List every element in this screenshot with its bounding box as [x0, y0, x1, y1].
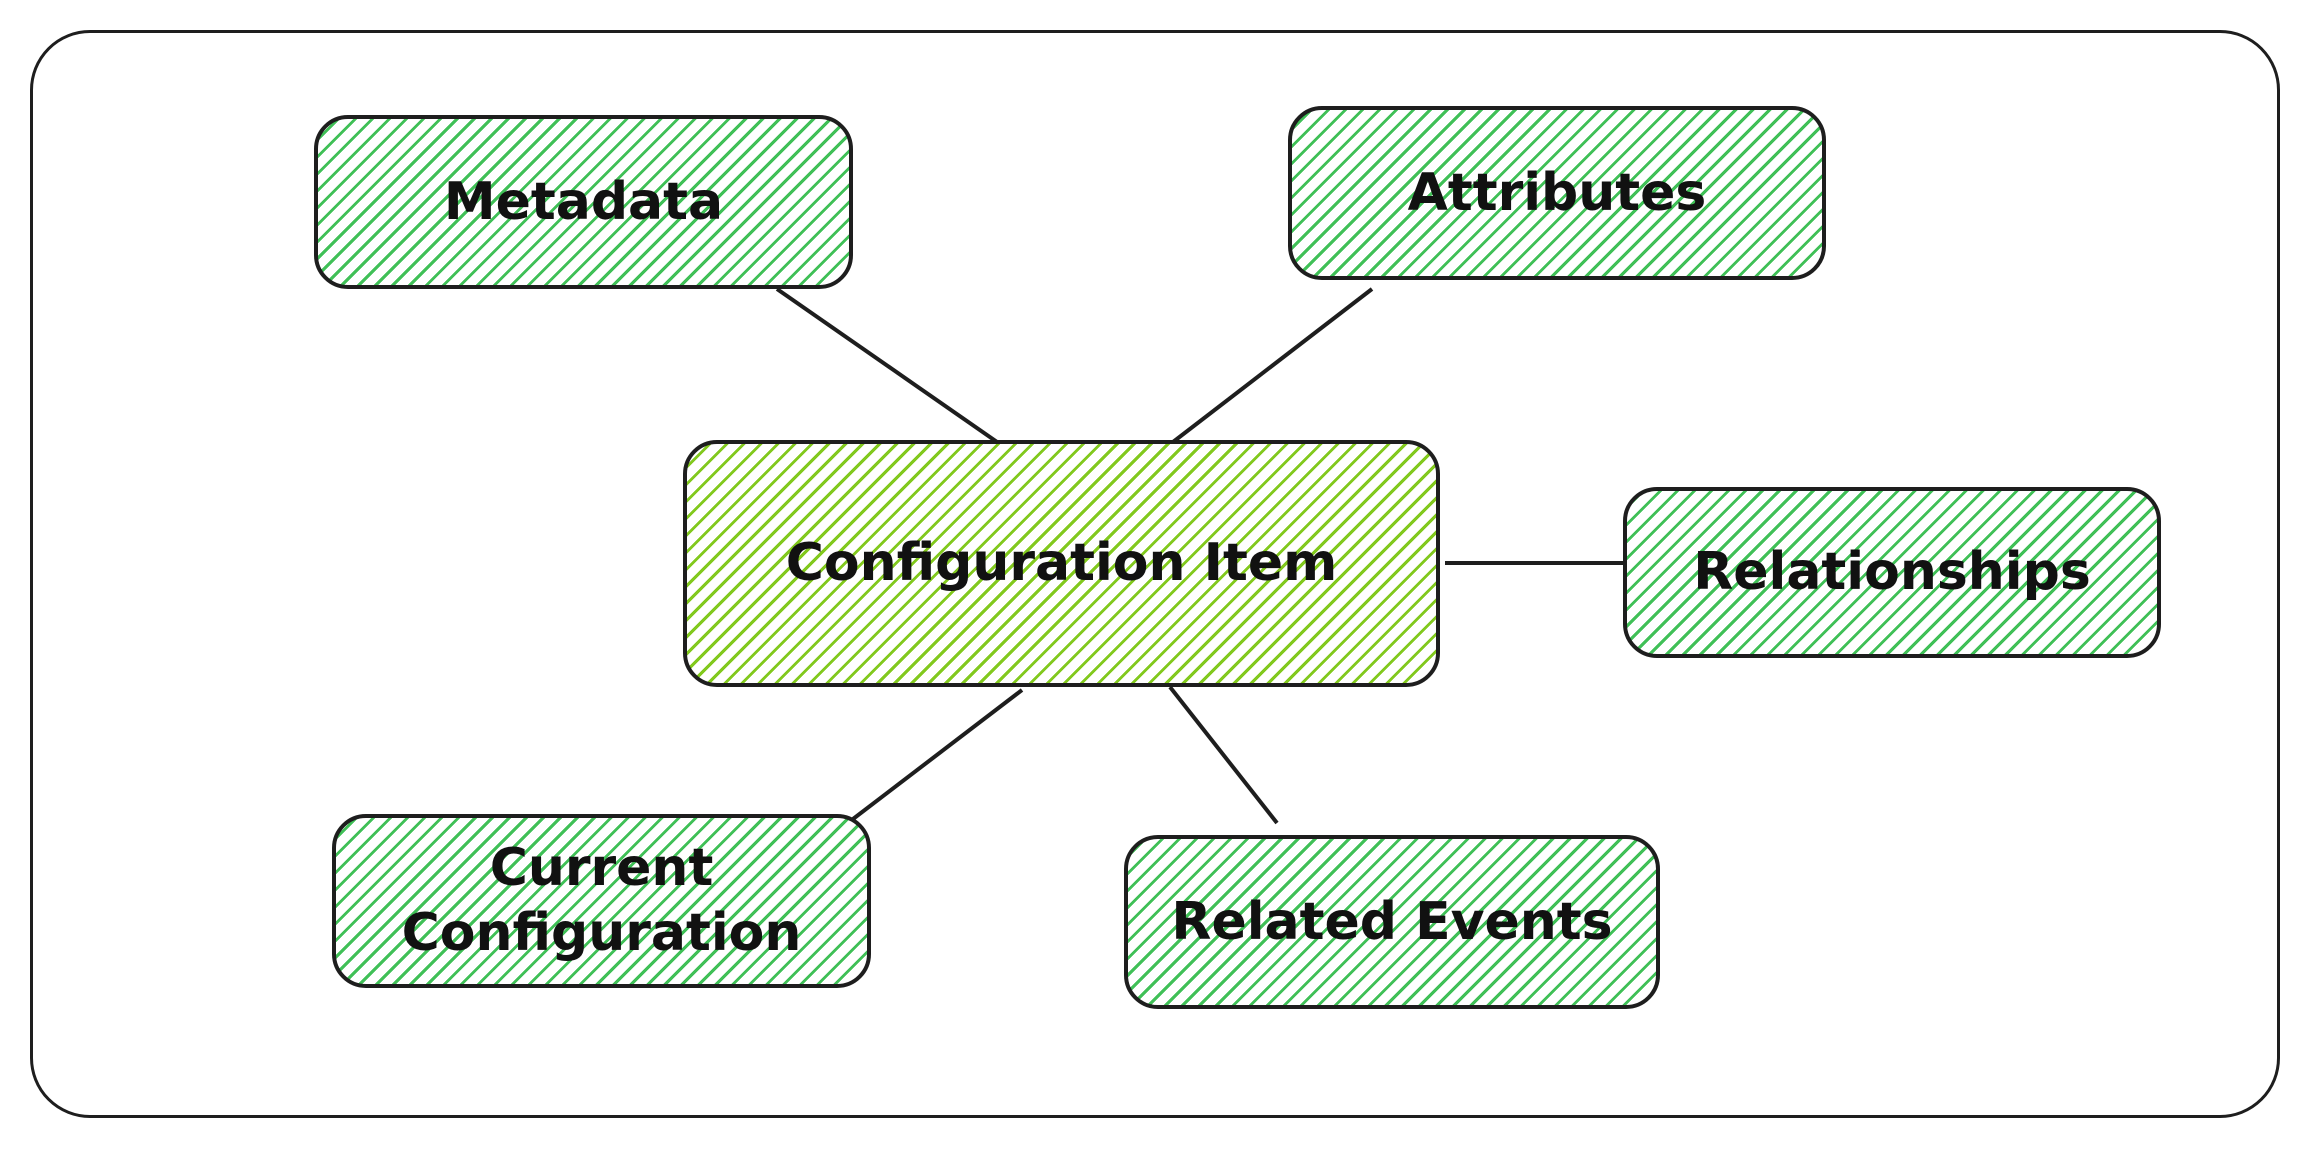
diagram-frame: [30, 30, 2280, 1118]
node-metadata[interactable]: Metadata: [314, 115, 853, 289]
edge-current-configuration: [851, 688, 1024, 821]
node-related-events[interactable]: Related Events: [1124, 835, 1660, 1009]
node-label: Configuration Item: [785, 533, 1338, 593]
node-label: Current Configuration: [401, 838, 802, 963]
edge-metadata: [775, 287, 1012, 453]
edge-related-events: [1168, 685, 1279, 825]
node-current-configuration[interactable]: Current Configuration: [332, 814, 871, 988]
node-label: Metadata: [443, 171, 724, 232]
node-label: Relationships: [1693, 542, 2091, 602]
node-relationships[interactable]: Relationships: [1623, 487, 2161, 658]
node-configuration-item[interactable]: Configuration Item: [683, 440, 1440, 687]
edge-attributes: [1171, 287, 1374, 444]
node-label: Attributes: [1407, 162, 1707, 223]
node-attributes[interactable]: Attributes: [1288, 106, 1826, 280]
node-label: Related Events: [1171, 891, 1613, 952]
